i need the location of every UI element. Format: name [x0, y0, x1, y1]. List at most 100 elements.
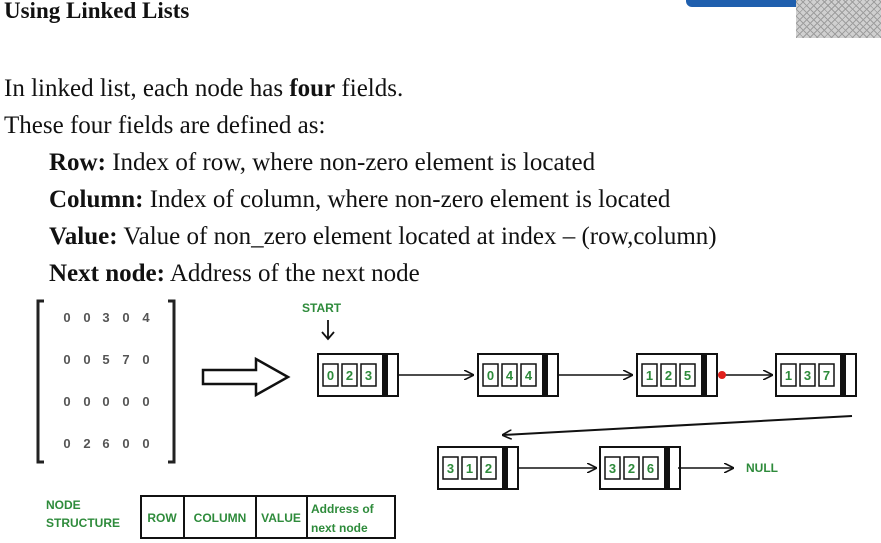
node-pointer — [840, 354, 846, 396]
matrix-cell: 0 — [142, 394, 149, 409]
start-arrow-head — [321, 331, 335, 341]
node-pointer — [542, 354, 548, 396]
node-cell — [461, 456, 478, 480]
matrix-cell: 6 — [102, 436, 109, 451]
matrix-cell: 2 — [83, 436, 90, 451]
node-cell-value: 0 — [487, 368, 494, 383]
null-label: NULL — [746, 461, 778, 475]
node-cell-value: 0 — [327, 368, 334, 383]
start-label: START — [302, 301, 342, 315]
header-accent-bar — [686, 0, 881, 7]
node-cell-value: 4 — [506, 368, 514, 383]
matrix-left-bracket — [36, 299, 44, 464]
legend-address-line2: next node — [311, 521, 368, 535]
header-pattern — [796, 0, 881, 38]
field-definitions: Row: Index of row, where non-zero elemen… — [4, 144, 717, 292]
legend-label-line2: STRUCTURE — [46, 516, 120, 530]
matrix-cell: 0 — [63, 352, 70, 367]
node-cell — [818, 363, 835, 387]
node-cell — [360, 363, 377, 387]
node-cell — [780, 363, 797, 387]
node-cell-value: 3 — [365, 368, 372, 383]
node-cell — [623, 456, 640, 480]
node-cell-value: 2 — [628, 461, 635, 476]
matrix-cell: 4 — [142, 310, 150, 325]
node-pointer — [701, 354, 707, 396]
matrix-cell: 0 — [122, 310, 129, 325]
node-pointer — [382, 354, 388, 396]
node-cell-value: 5 — [684, 368, 691, 383]
matrix-cell: 0 — [122, 394, 129, 409]
node-cell — [604, 456, 621, 480]
matrix-cell: 0 — [142, 436, 149, 451]
matrix-cell: 5 — [102, 352, 109, 367]
field-desc: Index of row, where non-zero element is … — [105, 149, 596, 176]
field-column: Column: Index of column, where non-zero … — [49, 181, 717, 218]
node-cell-value: 2 — [346, 368, 353, 383]
definitions-intro: These four fields are defined as: — [4, 112, 326, 139]
node-cell — [480, 456, 497, 480]
field-desc: Address of the next node — [164, 260, 420, 287]
matrix-right-bracket — [168, 299, 176, 464]
legend-row-cell: ROW — [147, 511, 177, 525]
node-pointer — [664, 447, 670, 489]
node-cell-value: 3 — [609, 461, 616, 476]
field-desc: Value of non_zero element located at ind… — [117, 223, 717, 250]
node-cell — [501, 363, 518, 387]
node-cell-value: 1 — [646, 368, 653, 383]
node-cell-value: 2 — [665, 368, 672, 383]
legend-value-cell: VALUE — [261, 511, 301, 525]
field-desc: Index of column, where non-zero element … — [143, 186, 671, 213]
matrix-cell: 0 — [83, 394, 90, 409]
node-cell — [322, 363, 339, 387]
node-cell — [442, 456, 459, 480]
node-cell — [679, 363, 696, 387]
node-cell-value: 1 — [466, 461, 473, 476]
node-cell — [482, 363, 499, 387]
node-cell — [641, 363, 658, 387]
node-cell — [520, 363, 537, 387]
node-pointer — [502, 447, 508, 489]
intro-bold: four — [289, 75, 336, 102]
field-name: Column: — [49, 186, 144, 213]
conversion-arrow — [201, 356, 291, 398]
matrix-cell: 3 — [102, 310, 109, 325]
node-cell-value: 3 — [804, 368, 811, 383]
node-cell-value: 3 — [447, 461, 454, 476]
slide-title: Using Linked Lists — [4, 0, 190, 23]
node-cell-value: 7 — [823, 368, 830, 383]
legend-address-line1: Address of — [311, 502, 375, 516]
node-cell — [660, 363, 677, 387]
wrap-link-arrow — [503, 415, 853, 435]
node-cell-value: 1 — [785, 368, 792, 383]
node-cell — [642, 456, 659, 480]
field-name: Next node: — [49, 260, 165, 287]
matrix-cell: 7 — [122, 352, 129, 367]
matrix-cell: 0 — [122, 436, 129, 451]
matrix-cell: 0 — [63, 310, 70, 325]
field-value: Value: Value of non_zero element located… — [49, 218, 717, 255]
node-cell-value: 4 — [525, 368, 533, 383]
matrix-cell: 0 — [83, 352, 90, 367]
node-structure-legend: NODE STRUCTURE ROW COLUMN VALUE Address … — [46, 495, 396, 539]
body-text: In linked list, each node has four field… — [4, 70, 717, 292]
node-cell-value: 2 — [485, 461, 492, 476]
intro-before: In linked list, each node has — [4, 75, 290, 102]
intro-after: fields. — [335, 75, 404, 102]
pointer-marker — [718, 371, 726, 379]
intro-line: In linked list, each node has four field… — [4, 70, 717, 107]
legend-column-cell: COLUMN — [194, 511, 247, 525]
field-next-node: Next node: Address of the next node — [49, 255, 717, 292]
node-cell — [799, 363, 816, 387]
node-cell — [341, 363, 358, 387]
field-row: Row: Index of row, where non-zero elemen… — [49, 144, 717, 181]
field-name: Row: — [49, 149, 106, 176]
